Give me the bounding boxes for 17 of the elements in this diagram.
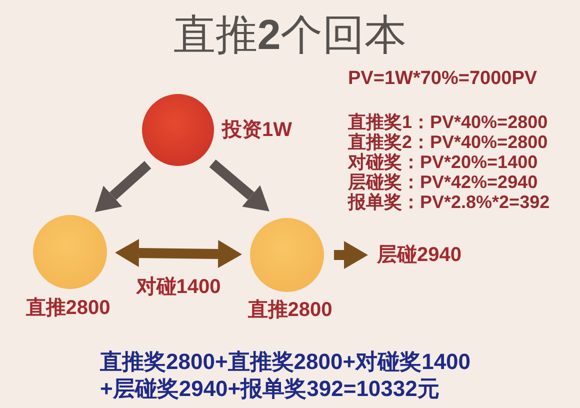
edge-label: 对碰1400: [134, 274, 223, 298]
title: 直推2个回本: [173, 10, 407, 60]
arrow: [334, 241, 368, 269]
total-formula: 直推奖2800+直推奖2800+对碰奖1400+层碰奖2940+报单奖392=10332元: [100, 348, 472, 402]
arrow: [94, 161, 152, 212]
formula-text: 层碰奖：PV*42%=2940: [348, 172, 538, 192]
formula-text: 直推奖1：PV*40%=2800: [348, 112, 548, 132]
formula-text: 报单奖：PV*2.8%*2=392: [348, 192, 550, 212]
node-caption: 直推2800: [248, 299, 332, 321]
node-caption: 直推2800: [26, 297, 110, 319]
result-text: 层碰2940: [377, 243, 462, 267]
formula-text: 直推奖2：PV*40%=2800: [348, 132, 548, 152]
arrow: [209, 160, 270, 212]
double-arrow: [115, 238, 242, 268]
formula-text: 对碰奖：PV*20%=1400: [348, 152, 538, 172]
node-caption: 投资1W: [222, 119, 292, 141]
formula-text: PV=1W*70%=7000PV: [348, 68, 538, 90]
